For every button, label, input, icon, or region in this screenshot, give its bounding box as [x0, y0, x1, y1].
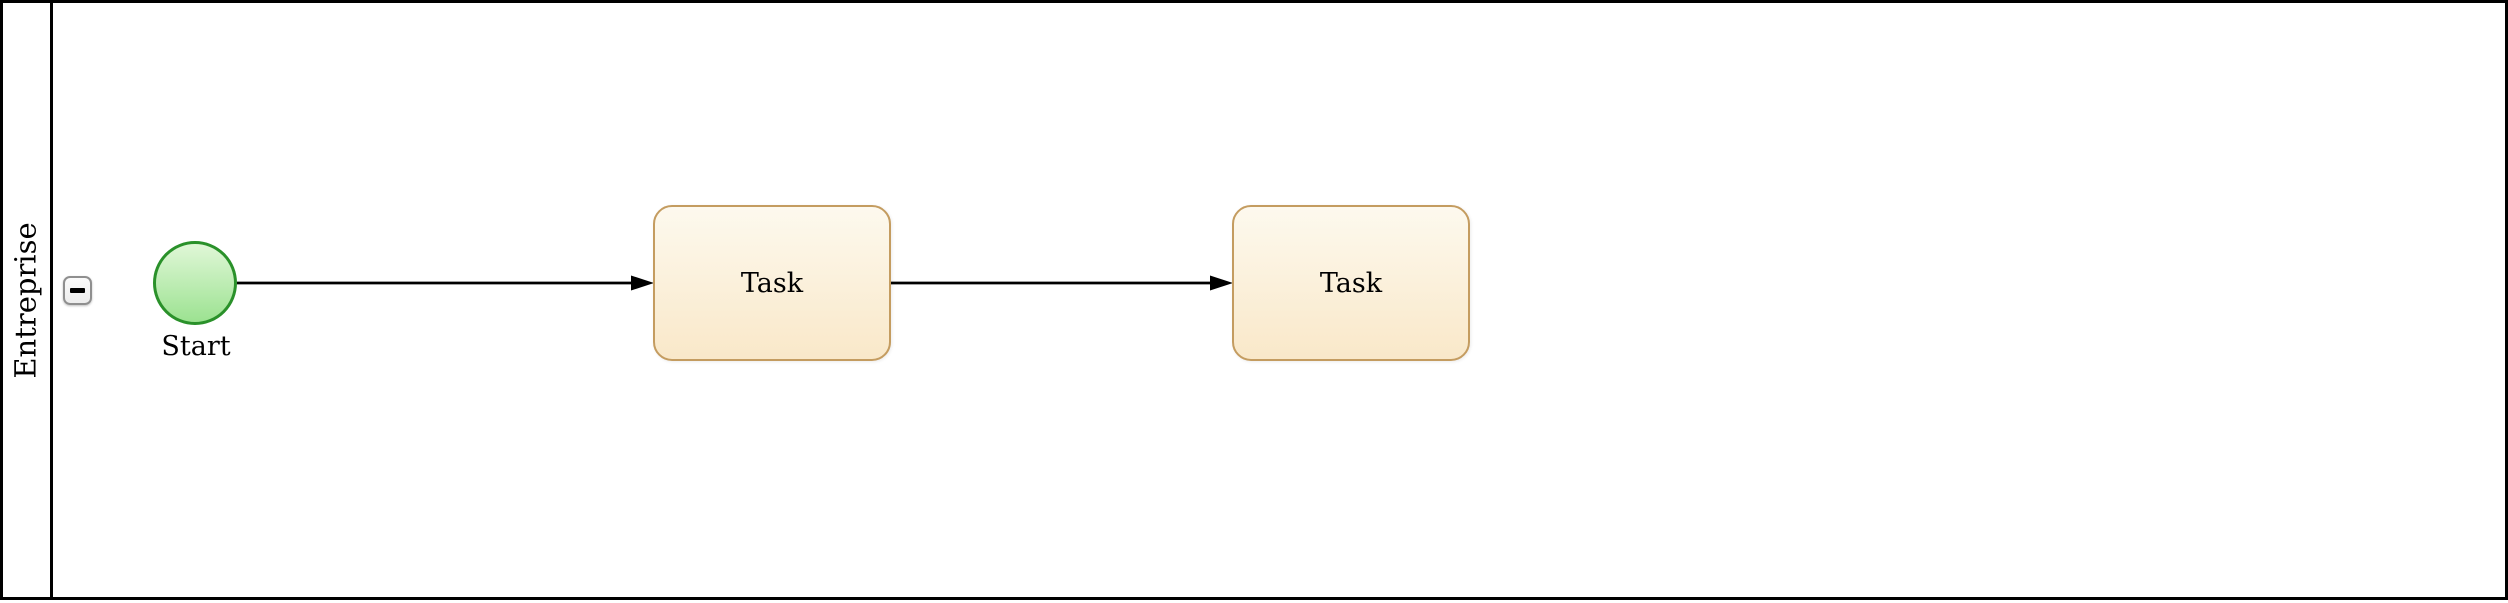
start-event-label: Start [161, 331, 231, 362]
task-node-1[interactable]: Task [653, 205, 891, 361]
pool-label-band: Entreprise [3, 3, 53, 597]
sequence-flow-start-to-task1[interactable] [237, 275, 654, 291]
task-1-label: Task [740, 267, 804, 299]
task-2-label: Task [1319, 267, 1383, 299]
pool-label: Entreprise [9, 221, 43, 379]
pool-collapse-button[interactable] [63, 276, 92, 305]
start-event-circle[interactable] [153, 241, 237, 325]
sequence-flow-task1-to-task2[interactable] [891, 275, 1233, 291]
task-node-2[interactable]: Task [1232, 205, 1470, 361]
minus-icon [70, 288, 85, 293]
